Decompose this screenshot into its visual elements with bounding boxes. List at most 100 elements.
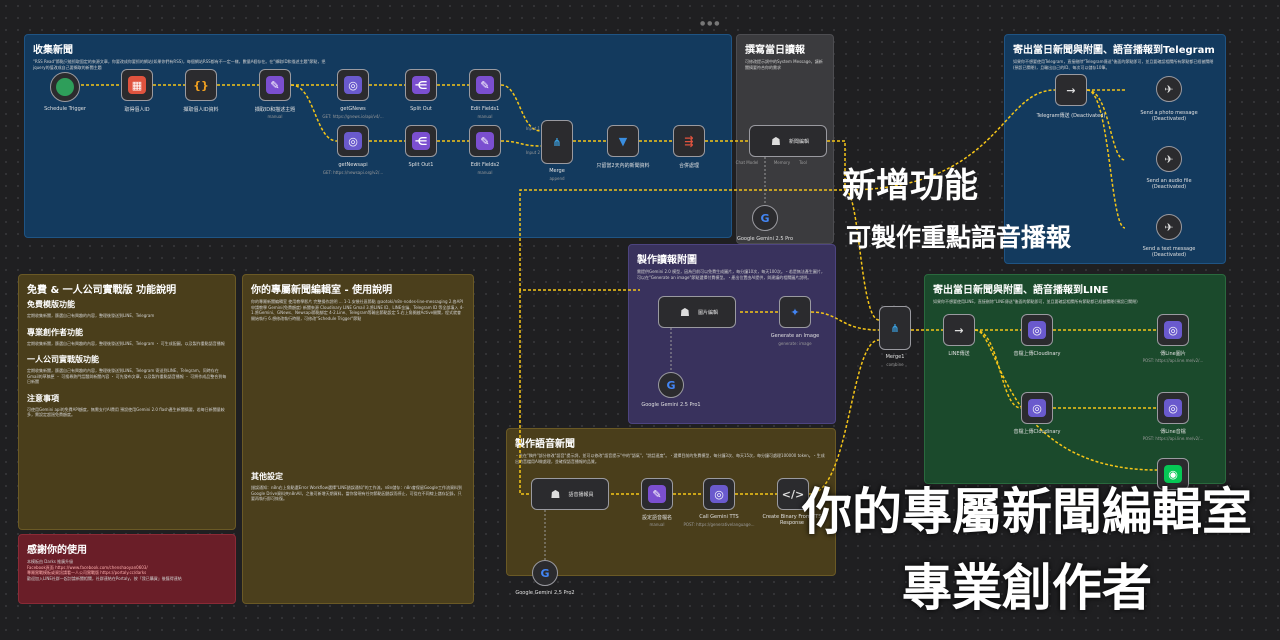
gemini-model-node[interactable]: G bbox=[532, 560, 558, 586]
pencil-icon: ✎ bbox=[476, 132, 494, 150]
cloudinary2-node[interactable]: ◎ bbox=[1021, 392, 1053, 424]
node-label: Send a text message (Deactivated) bbox=[1142, 246, 1196, 258]
filter-icon: ▼ bbox=[618, 134, 628, 148]
google-icon: G bbox=[760, 211, 770, 225]
cloudinary1-node[interactable]: ◎ bbox=[1021, 314, 1053, 346]
gemini-model-node[interactable]: G bbox=[752, 205, 778, 231]
text-other: 錯誤通知：n8n右上角點選Error Workflow選擇"LINE錯誤通知"的… bbox=[251, 485, 462, 501]
node-label: 傳Line圖片 bbox=[1160, 351, 1186, 357]
note-telegram[interactable]: 寄出當日新聞與附圖、語音播報到Telegram 如果你不想要使用Telegram… bbox=[1004, 34, 1226, 264]
node-label: LINE傳送 bbox=[948, 351, 970, 357]
note-title: 製作語音新聞 bbox=[515, 439, 575, 450]
node-label: Merge bbox=[549, 168, 565, 174]
merge-icon: ⋔ bbox=[552, 135, 562, 149]
get-id-node[interactable]: ▦ bbox=[121, 69, 153, 101]
code-icon: {} bbox=[193, 78, 209, 92]
line-text-node[interactable]: ◉ bbox=[1157, 458, 1189, 490]
node-label: Merge1 bbox=[885, 354, 905, 360]
node-label: Split Out bbox=[410, 106, 432, 112]
note-thanks[interactable]: 感謝你的使用 本模板由 Darks 推廣升級 Facebook頁面 https:… bbox=[18, 534, 236, 604]
heading-notes: 注意事項 bbox=[27, 393, 59, 403]
schedule-trigger-node[interactable] bbox=[50, 72, 80, 102]
newsapi-node[interactable]: ◎ bbox=[337, 125, 369, 157]
arrow-right-icon: → bbox=[1066, 83, 1076, 97]
note-text: ・先在"稿件"部分修改"語音"提示詞，並可以修改"語音提示"中的"語氣"，"說話… bbox=[515, 453, 825, 464]
heading-other: 其他設定 bbox=[251, 472, 283, 481]
globe-icon: ◎ bbox=[710, 485, 728, 503]
news-editor-node[interactable]: ☗新聞編輯 bbox=[749, 125, 827, 157]
telegram-send-node[interactable]: → bbox=[1055, 74, 1087, 106]
node-label: 擷取ID和描述主題 bbox=[254, 107, 296, 113]
thanks-line-3[interactable]: 專屬實戰模板或資訊請看一人公司實戰版 https://portaly.cc/da… bbox=[27, 570, 147, 575]
node-label: 只留當2天內的新聞資料 bbox=[596, 163, 650, 169]
node-label: Google Gemini 2.5 Pro1 bbox=[641, 402, 701, 408]
port-label: Chat Model bbox=[735, 160, 759, 165]
tg-text-node[interactable]: ✈ bbox=[1156, 214, 1182, 240]
node-label: Google Gemini 2.5 Pro bbox=[736, 236, 794, 242]
note-title: 寄出當日新聞與附圖、語音播報到LINE bbox=[933, 285, 1109, 296]
fetch-id-node[interactable]: {} bbox=[185, 69, 217, 101]
thanks-line-2[interactable]: Facebook頁面 https://www.facebook.com/chen… bbox=[27, 564, 148, 570]
filter-node[interactable]: ▼ bbox=[607, 125, 639, 157]
split-icon: ⋲ bbox=[412, 132, 430, 150]
node-label: 擷取個人ID資料 bbox=[183, 107, 219, 113]
gemini-model-node[interactable]: G bbox=[658, 372, 684, 398]
node-sub: manual bbox=[267, 114, 283, 119]
telegram-icon: ✈ bbox=[1164, 82, 1174, 96]
split-out1-node[interactable]: ⋲ bbox=[405, 125, 437, 157]
note-features[interactable]: 免費 & 一人公司實戰版 功能說明 免費模版功能 定期收集新聞，篩選自己有興趣的… bbox=[18, 274, 236, 530]
text-notes: 可使用Gemini api的免費API額度，無需支付AI費用 預設使用Gemin… bbox=[27, 406, 225, 418]
note-line[interactable]: 寄出當日新聞與附圖、語音播報到LINE 如果你不想要使用LINE，直接刪除"LI… bbox=[924, 274, 1226, 484]
text-free: 定期收集新聞，篩選自己有興趣的內容，整理後發送到LINE、Telegram bbox=[27, 313, 155, 318]
node-label: 取得個人ID bbox=[124, 107, 150, 113]
line-send-node[interactable]: → bbox=[943, 314, 975, 346]
audio-editor-node[interactable]: ☗語音播報員 bbox=[531, 478, 609, 510]
node-label: 設定語音檔名 bbox=[641, 515, 672, 521]
aggregate-node[interactable]: ⇶ bbox=[673, 125, 705, 157]
node-label: 音檔上傳Cloudinary bbox=[1013, 351, 1061, 357]
create-binary-node[interactable]: </> bbox=[777, 478, 809, 510]
gnews-node[interactable]: ◎ bbox=[337, 69, 369, 101]
generate-image-node[interactable]: ✦ bbox=[779, 296, 811, 328]
google-icon: G bbox=[666, 378, 676, 392]
robot-icon: ☗ bbox=[680, 305, 690, 319]
merge-icon: ⋔ bbox=[890, 321, 900, 335]
note-title: 製作讀報附圖 bbox=[637, 255, 697, 266]
edit-fields1-node[interactable]: ✎ bbox=[469, 69, 501, 101]
node-sub: manual bbox=[477, 170, 493, 175]
set-filename-node[interactable]: ✎ bbox=[641, 478, 673, 510]
topics-node[interactable]: ✎ bbox=[259, 69, 291, 101]
tg-audio-node[interactable]: ✈ bbox=[1156, 146, 1182, 172]
node-label: Telegram傳送 (Deactivated) bbox=[1036, 113, 1106, 119]
note-text: "RSS Read"節點只能抓取固定的來源文章，你要改成你要抓的網站(如果你們有… bbox=[33, 59, 326, 70]
thanks-line-1: 本模板由 Darks 推廣升級 bbox=[27, 559, 74, 564]
overlay-new-feature: 新增功能 bbox=[842, 166, 978, 206]
pencil-icon: ✎ bbox=[648, 485, 666, 503]
line-audio-node[interactable]: ◎ bbox=[1157, 392, 1189, 424]
note-text: 如果你不想要使用LINE，直接刪除"LINE傳送"後面的節點即可，並且要確認相關… bbox=[933, 299, 1138, 304]
port-label: Input 2 bbox=[525, 150, 540, 155]
note-title: 感謝你的使用 bbox=[27, 545, 87, 556]
gemini-tts-node[interactable]: ◎ bbox=[703, 478, 735, 510]
note-title: 撰寫當日讀報 bbox=[745, 45, 805, 56]
node-label: getNewsapi bbox=[338, 162, 368, 168]
note-text: 如果你不想要使用Telegram，直接刪除"Telegram傳送"後面的節點即可… bbox=[1013, 59, 1214, 70]
split-out-node[interactable]: ⋲ bbox=[405, 69, 437, 101]
robot-icon: ☗ bbox=[550, 487, 561, 501]
image-editor-node[interactable]: ☗圖片編輯 bbox=[658, 296, 736, 328]
note-text: 可修改提示詞中的System Message，讓新聞摘要符合你的需求 bbox=[745, 59, 823, 70]
note-collect-news[interactable]: 收集新聞 "RSS Read"節點只能抓取固定的來源文章，你要改成你要抓的網站(… bbox=[24, 34, 732, 238]
node-sub: GET: https://gnews.io/api/v4/... bbox=[322, 114, 384, 119]
edit-fields2-node[interactable]: ✎ bbox=[469, 125, 501, 157]
overlay-voice-feature: 可製作重點語音播報 bbox=[846, 223, 1072, 252]
merge-node[interactable]: ⋔ bbox=[541, 120, 573, 164]
globe-icon: ◎ bbox=[1164, 321, 1182, 339]
merge1-node[interactable]: ⋔ bbox=[879, 306, 911, 350]
node-label: Create Binary From TTS Response bbox=[762, 514, 822, 526]
tg-photo-node[interactable]: ✈ bbox=[1156, 76, 1182, 102]
note-guide[interactable]: 你的專屬新聞編輯室 - 使用說明 你的專屬新聞編輯室 使用教學影片 完整操作說明… bbox=[242, 274, 474, 604]
node-label: Generate an Image bbox=[770, 333, 820, 339]
node-label: 傳Line音檔 bbox=[1160, 429, 1186, 435]
line-image-node[interactable]: ◎ bbox=[1157, 314, 1189, 346]
